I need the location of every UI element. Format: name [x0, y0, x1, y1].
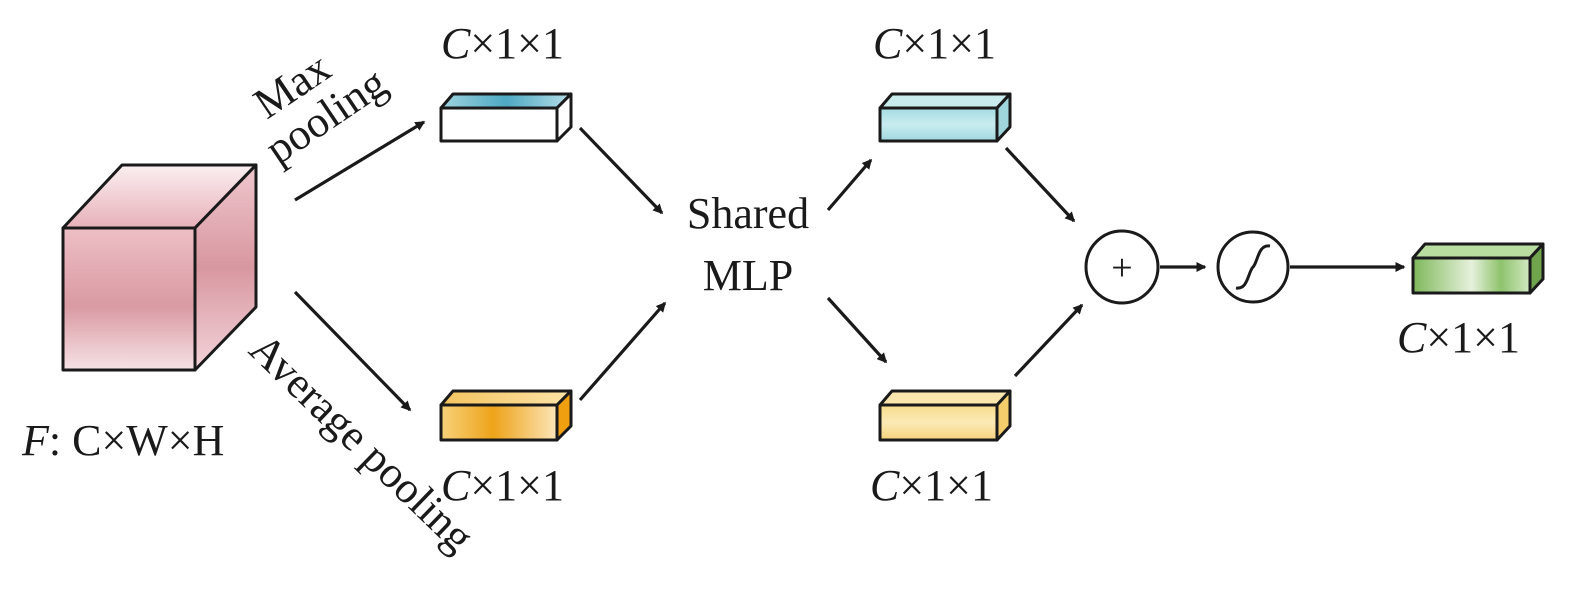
- avg-pool-feature: [439, 389, 573, 442]
- arrow-mlp-to-avg-out: [826, 296, 888, 364]
- shared-mlp-label-line2: MLP: [703, 251, 793, 300]
- input-label: F: C×W×H: [21, 416, 224, 465]
- mlp-avg-dims: C×1×1: [870, 461, 993, 510]
- output-feature: [1411, 242, 1545, 295]
- mlp-avg-feature: [878, 389, 1012, 442]
- arrow-max-to-mlp: [578, 126, 664, 215]
- arrow-to-max-pool: [294, 120, 426, 202]
- avg-pool-dims: C×1×1: [441, 461, 564, 510]
- sum-symbol: +: [1111, 247, 1132, 289]
- arrow-to-avg-pool: [293, 290, 412, 412]
- arrow-avg-to-mlp: [578, 301, 667, 402]
- mlp-max-dims: C×1×1: [873, 19, 996, 68]
- max-pool-feature: [439, 92, 573, 143]
- arrow-max-to-sum: [1004, 146, 1076, 223]
- mlp-max-feature: [878, 92, 1012, 143]
- arrow-mlp-to-max-out: [826, 158, 873, 212]
- max-pool-dims: C×1×1: [441, 19, 564, 68]
- circle-plus-icon: [1084, 229, 1160, 305]
- input-feature-cube: [61, 163, 258, 372]
- shared-mlp-label: Shared: [687, 189, 809, 238]
- arrow-avg-to-sum: [1013, 303, 1084, 378]
- output-dims: C×1×1: [1397, 313, 1520, 362]
- sigmoid-icon: [1216, 230, 1290, 304]
- max-pooling-label: Max pooling: [245, 43, 395, 174]
